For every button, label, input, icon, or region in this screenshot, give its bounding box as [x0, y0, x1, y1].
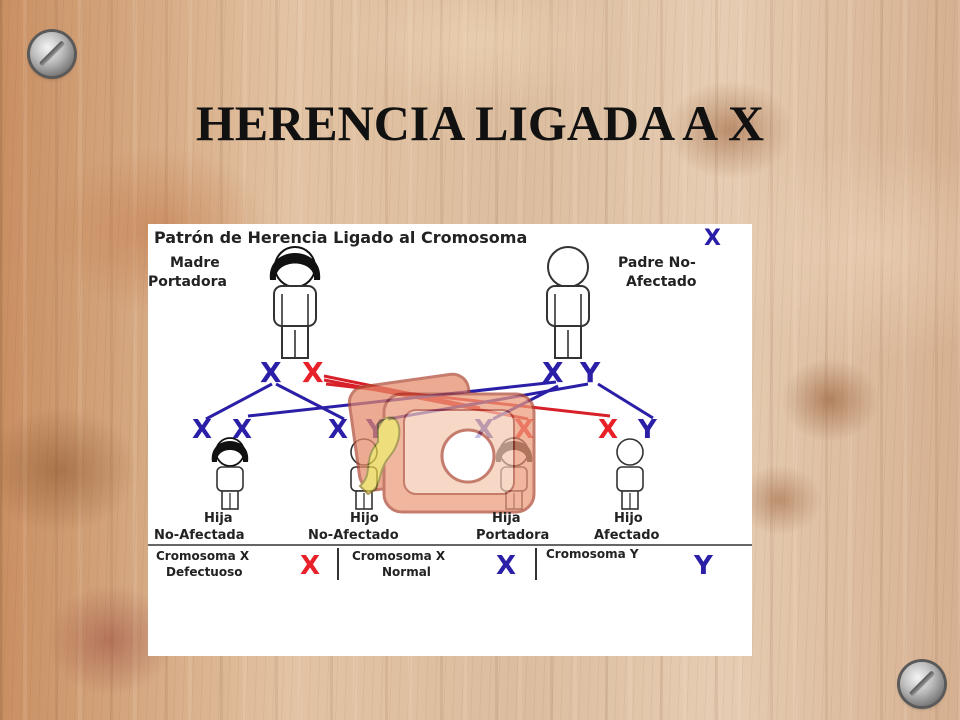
child1-label-line2: No-Afectada: [154, 528, 245, 543]
child3-label-line2: Portadora: [476, 528, 549, 543]
screw-icon-bottom-right: [900, 662, 944, 706]
child1-chromosome-2: X: [232, 415, 252, 445]
child1-label-line1: Hija: [204, 511, 233, 526]
child4-label-line2: Afectado: [594, 528, 660, 543]
slide-title: HERENCIA LIGADA A X: [195, 95, 765, 151]
legend-normal-line1: Cromosoma X: [352, 549, 446, 563]
diagram-heading: Patrón de Herencia Ligado al Cromosoma: [154, 228, 527, 247]
diagram-heading-x: X: [704, 226, 721, 251]
child2-label-line2: No-Afectado: [308, 528, 399, 543]
child2-label-line1: Hijo: [350, 511, 379, 526]
legend: Cromosoma X Defectuoso X Cromosoma X Nor…: [148, 544, 752, 581]
father-chromosome-y: Y: [579, 356, 601, 389]
legend-y-line1: Cromosoma Y: [546, 547, 639, 561]
father-label-line2: Afectado: [626, 274, 697, 290]
mother-label-line1: Madre: [170, 255, 220, 271]
camera-icon: [347, 372, 536, 514]
child1-chromosome-1: X: [192, 415, 212, 445]
inheritance-diagram: Patrón de Herencia Ligado al Cromosoma X…: [148, 224, 752, 656]
father-figure: [546, 246, 590, 359]
mother-figure: [269, 246, 321, 359]
father-chromosome-x: X: [542, 356, 564, 389]
child3-label-line1: Hija: [492, 511, 521, 526]
legend-normal-line2: Normal: [382, 565, 431, 579]
legend-defective-line1: Cromosoma X: [156, 549, 250, 563]
child4-label-line1: Hijo: [614, 511, 643, 526]
child4-figure: [616, 438, 644, 510]
legend-normal-symbol: X: [496, 551, 516, 581]
child1-figure: [211, 437, 249, 510]
mother-chromosome-1: X: [260, 356, 282, 389]
child4-chromosome-2: Y: [637, 415, 658, 445]
legend-defective-line2: Defectuoso: [166, 565, 242, 579]
legend-y-symbol: Y: [693, 551, 714, 581]
screw-icon-top-left: [30, 32, 74, 76]
father-label-line1: Padre No-: [618, 255, 696, 271]
legend-defective-symbol: X: [300, 551, 320, 581]
child2-chromosome-1: X: [328, 415, 348, 445]
mother-chromosome-2: X: [302, 356, 324, 389]
mother-label-line2: Portadora: [148, 274, 227, 290]
child4-chromosome-1: X: [598, 415, 618, 445]
